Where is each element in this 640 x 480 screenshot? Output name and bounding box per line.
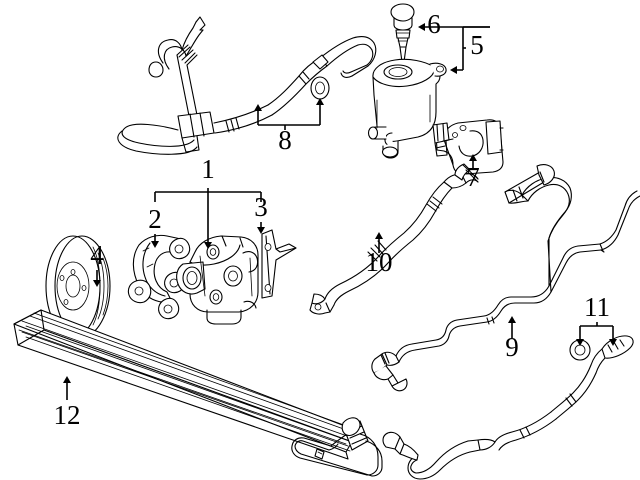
callout-number-10: 10 [366,247,393,277]
callout-number-9: 9 [505,332,519,362]
callout-number-5: 5 [470,30,484,60]
callout-number-8: 8 [278,125,292,155]
part-fluid-reservoir-5 [367,3,447,159]
callout-number-6: 6 [427,9,441,39]
part-pump-strut-3 [261,229,297,299]
part-upper-right-hose [504,164,572,293]
part-pump-bracket-2 [127,234,191,320]
callout-number-11: 11 [584,292,610,322]
callout-leader-5 [456,26,490,70]
part-suction-hose-10 [309,163,479,315]
callout-number-2: 2 [148,204,162,234]
callout-number-4: 4 [90,240,104,270]
callout-number-12: 12 [54,400,81,430]
callout-leader-1 [154,188,262,249]
part-pump-assembly-1 [176,235,259,325]
callout-leader-8 [254,98,324,130]
callout-leader-11 [576,322,617,346]
part-fluid-cooler-12 [13,309,383,477]
callout-number-7: 7 [466,162,480,192]
part-pressure-hose-8 [117,16,377,155]
callout-number-3: 3 [254,192,268,222]
part-reservoir-bracket-7 [432,119,504,175]
part-pump-pulley-4 [45,235,111,338]
callout-number-1: 1 [201,154,215,184]
